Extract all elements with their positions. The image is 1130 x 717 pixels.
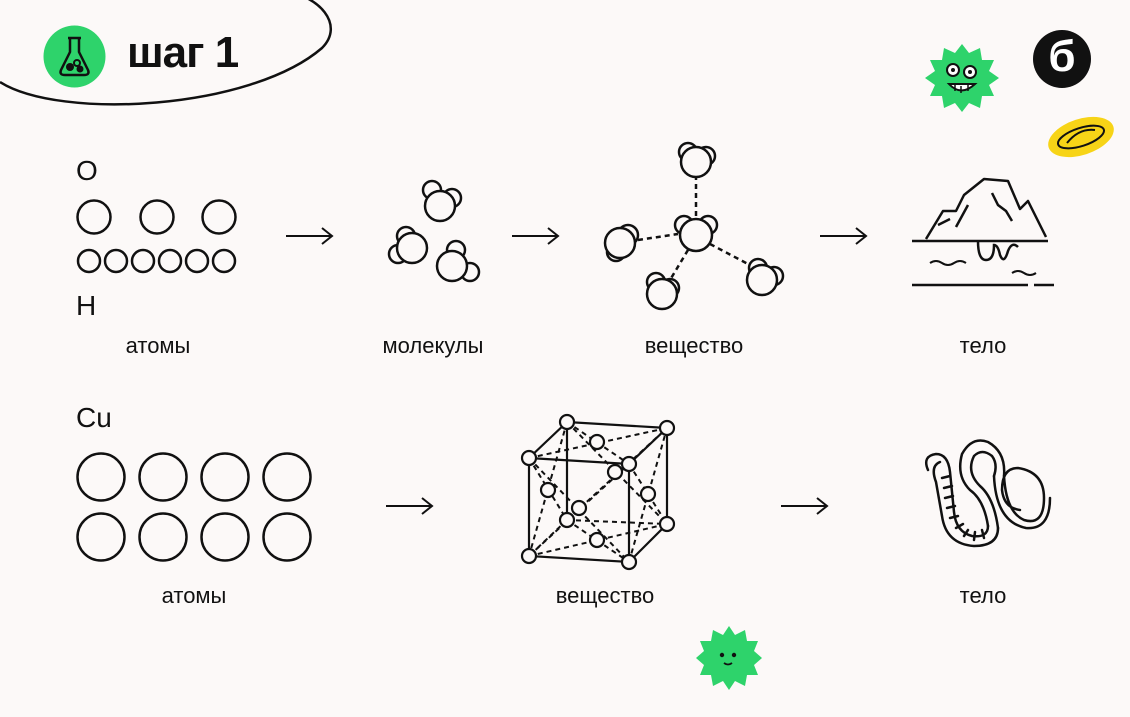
label-atoms: атомы [125,333,191,358]
arrow-icon [820,227,868,245]
water-substance [603,141,785,311]
arrow-icon [386,497,434,515]
ice-iceberg-icon [912,177,1054,287]
label-atoms-copper: атомы [161,583,227,608]
element-oxygen-label: O [76,155,98,186]
copper-wire-icon [925,439,1052,548]
header-oval [0,0,333,106]
step-title: шаг 1 [127,28,239,77]
element-copper-label: Cu [76,402,112,433]
label-substance-copper: вещество [555,583,655,608]
copper-atoms [76,452,312,562]
flask-icon [43,25,106,88]
element-hydrogen-label: H [76,290,97,321]
virus-mascot-icon [696,626,762,690]
label-substance: вещество [644,333,744,358]
brand-logo [1033,30,1091,88]
water-molecules [387,179,481,283]
label-molecules: молекулы [382,333,484,358]
arrow-icon [286,227,334,245]
crystal-lattice-icon [520,413,676,571]
arrow-icon [512,227,560,245]
brand-logo-letter: б [1048,32,1076,81]
label-body: тело [959,333,1007,358]
label-body-copper: тело [959,583,1007,608]
virus-mascot-icon [925,44,999,112]
arrow-icon [781,497,829,515]
planet-icon [1048,116,1114,158]
oxygen-atoms [76,199,237,274]
